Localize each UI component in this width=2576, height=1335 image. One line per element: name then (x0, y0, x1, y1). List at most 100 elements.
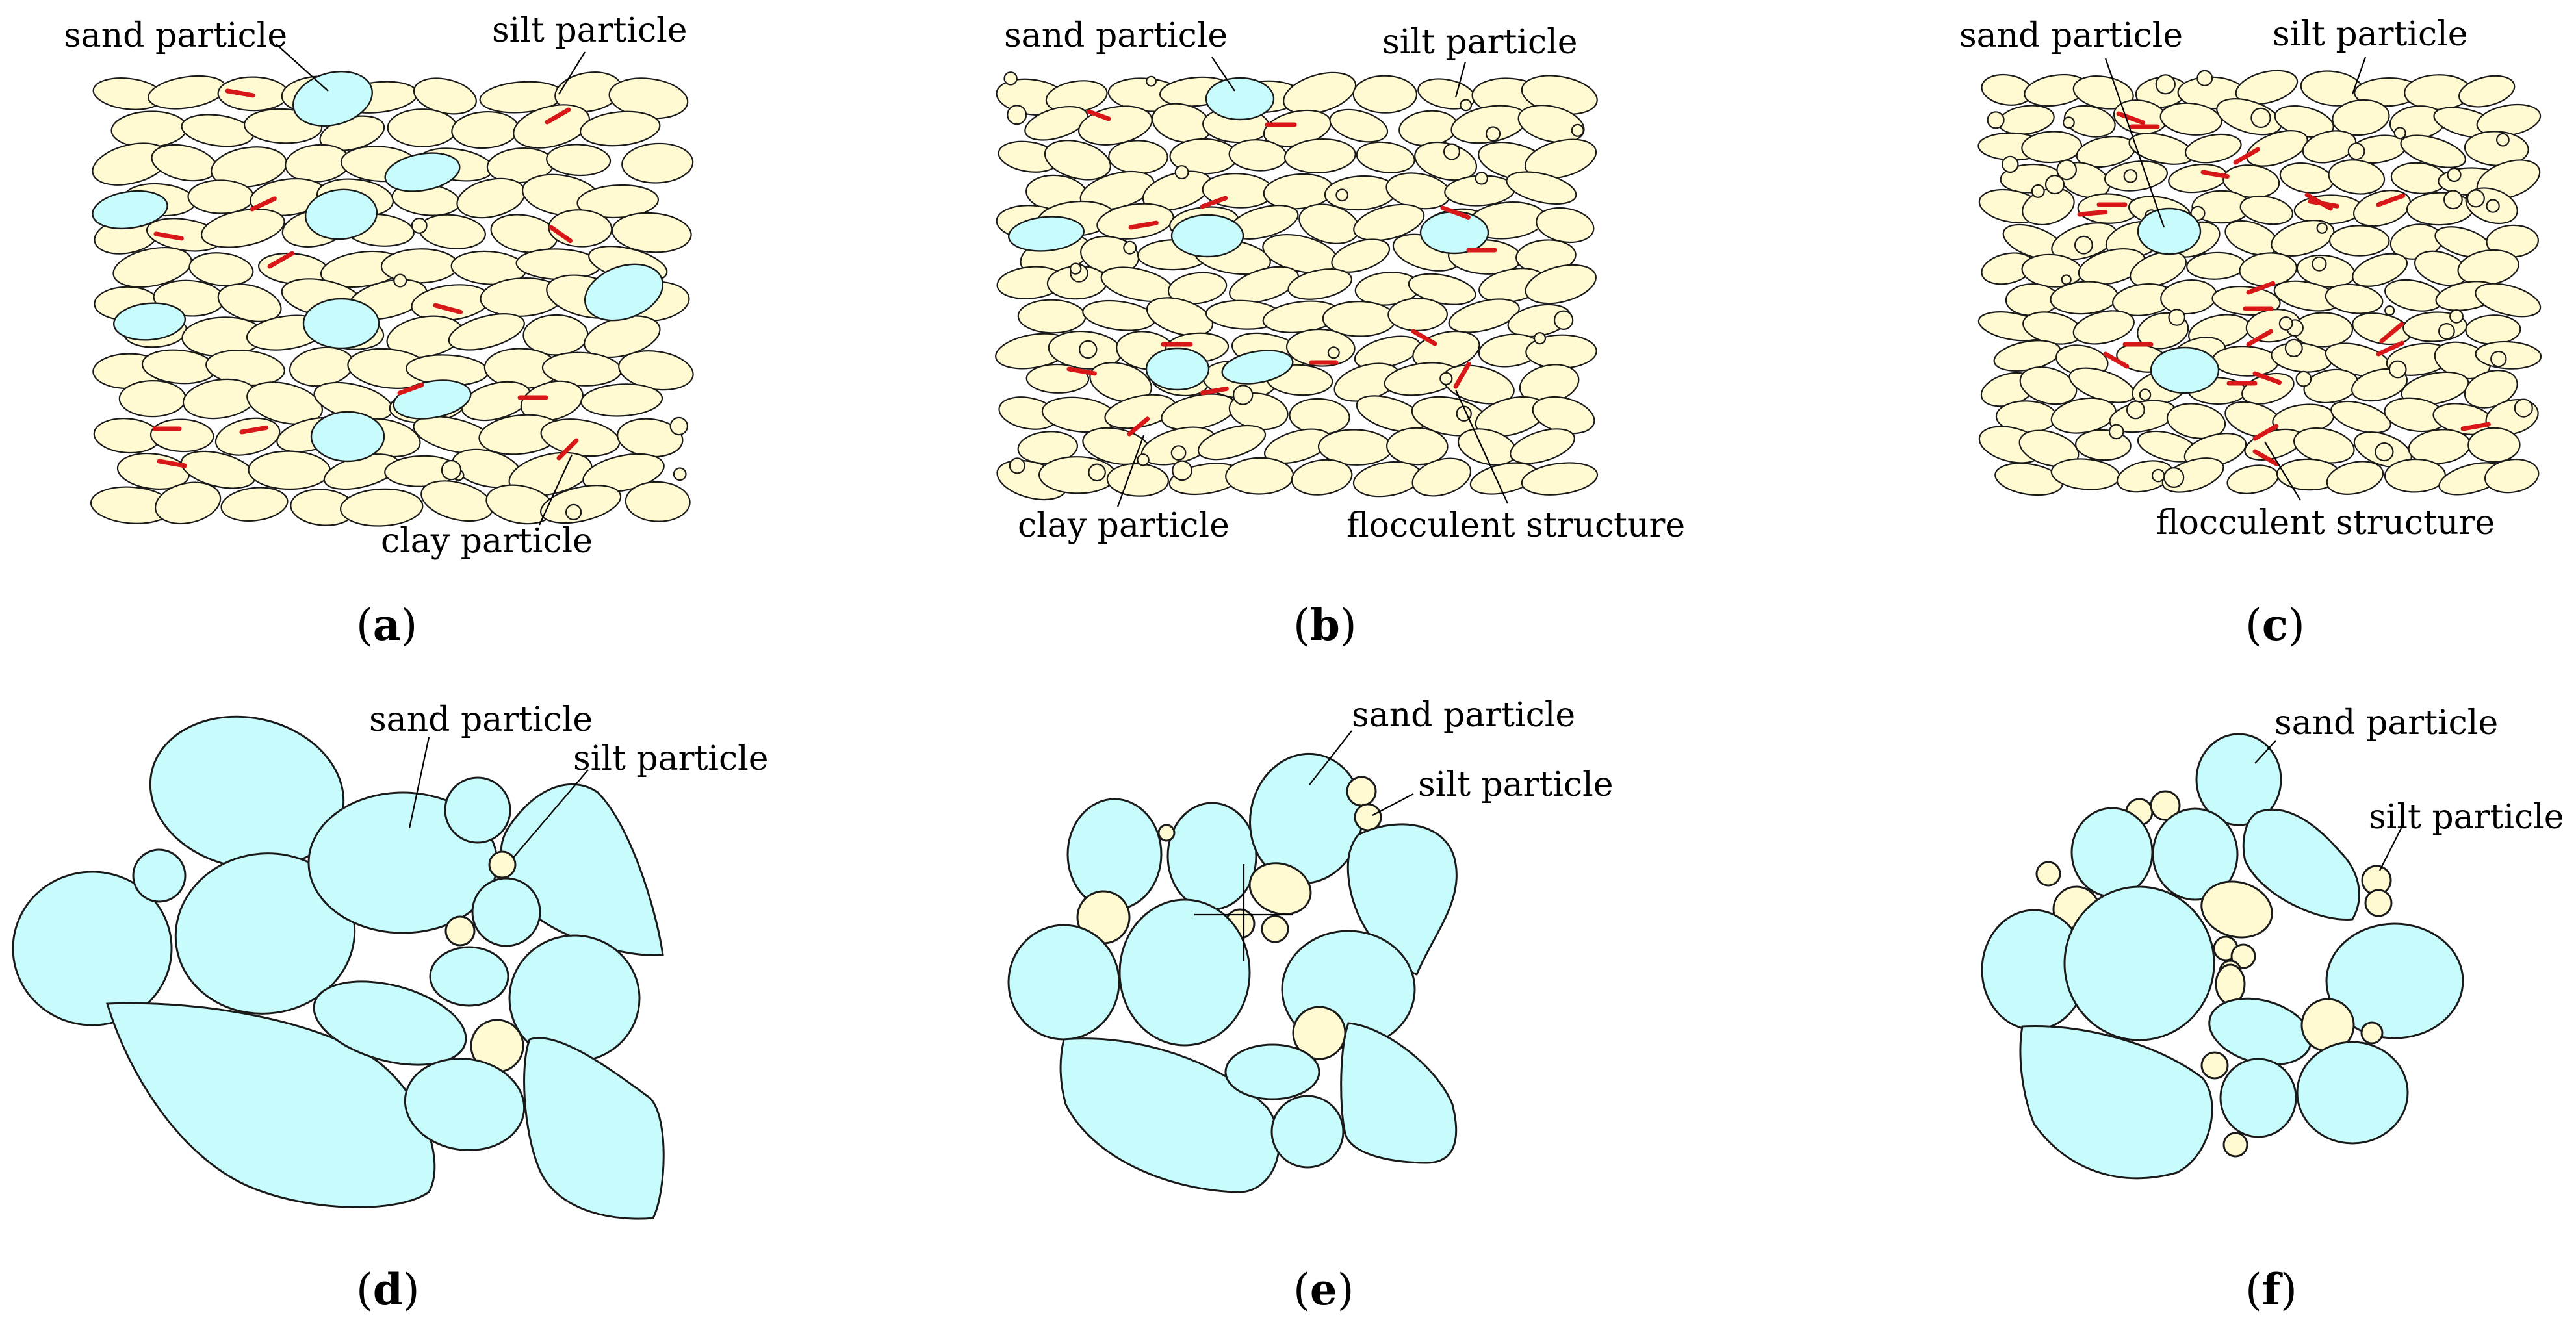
panel-f: sand particle silt particle (f) (1981, 704, 2564, 1315)
panel-f-labels: sand particle silt particle (2254, 704, 2564, 871)
clay-particle (397, 383, 424, 396)
sand-particle (132, 848, 187, 903)
sand-particle (1270, 1095, 1345, 1169)
silt-particle (2279, 162, 2334, 194)
silt-particle (2347, 142, 2365, 160)
silt-particle (2328, 159, 2386, 195)
silt-particle (118, 379, 187, 418)
silt-particle (612, 212, 692, 253)
silt-particle (1079, 340, 1098, 359)
silt-particle (448, 313, 525, 351)
sand-particle (2063, 885, 2215, 1041)
silt-particle (339, 488, 424, 527)
silt-particle (441, 459, 462, 481)
silt-particle (2328, 225, 2390, 257)
silt-particle (1069, 262, 1082, 275)
caption-c: (c) (2245, 600, 2305, 650)
clay-particle (556, 438, 579, 461)
clay-particle (2077, 210, 2108, 217)
silt-particle (1232, 385, 1254, 405)
leader-sand (2254, 740, 2276, 764)
silt-particle (1411, 457, 1472, 497)
silt-particle (2475, 283, 2542, 318)
silt-particle (2074, 235, 2093, 255)
silt-particle (513, 104, 591, 149)
silt-particle (1024, 106, 1088, 141)
label-silt-particle: silt particle (492, 11, 688, 50)
silt-particle (2072, 75, 2134, 110)
panel-a-particles (90, 70, 694, 527)
silt-particle (1354, 803, 1382, 832)
silt-particle (2443, 190, 2463, 210)
silt-particle (2278, 316, 2293, 331)
panel-a-labels: sand particle silt particle clay particl… (64, 11, 688, 561)
label-flocculent-structure: flocculent structure (2156, 503, 2495, 542)
silt-particle (1261, 915, 1289, 943)
silt-particle (2325, 283, 2384, 314)
clay-particle (239, 425, 268, 435)
silt-particle (2222, 1132, 2248, 1158)
silt-particle (187, 179, 255, 214)
silt-particle (1137, 453, 1150, 466)
silt-particle (1003, 71, 1018, 86)
silt-particle (188, 252, 254, 286)
sand-particle (1221, 350, 1294, 385)
silt-particle (2449, 309, 2464, 324)
clay-particle (2233, 147, 2261, 165)
label-silt-particle: silt particle (1418, 765, 1614, 804)
silt-particle (2230, 943, 2256, 969)
silt-particle (2514, 398, 2533, 418)
panel-c: sand particle silt particle flocculent s… (1959, 15, 2542, 650)
sand-particle (1340, 1022, 1458, 1164)
silt-particle (2284, 338, 2303, 357)
sand-particle (1118, 898, 1251, 1047)
silt-particle (580, 383, 663, 417)
clay-particle (1087, 109, 1111, 121)
clay-particle (225, 88, 255, 98)
silt-particle (2295, 370, 2312, 387)
sand-particle (2137, 207, 2202, 255)
silt-particle (2302, 130, 2357, 164)
silt-particle (2151, 468, 2165, 483)
sand-particle (112, 302, 187, 341)
clay-particle (2246, 329, 2274, 347)
silt-particle (2239, 195, 2294, 225)
silt-particle (1088, 463, 1106, 482)
clay-particle (2308, 199, 2339, 209)
silt-particle (2063, 105, 2116, 138)
silt-particle (1009, 457, 1025, 474)
silt-particle (2044, 175, 2065, 195)
silt-particle (2200, 1051, 2229, 1080)
label-silt-particle: silt particle (2273, 15, 2468, 54)
silt-particle (181, 114, 255, 147)
silt-particle (1521, 462, 1599, 496)
label-sand-particle: sand particle (1004, 16, 1228, 55)
silt-particle (2160, 279, 2217, 315)
silt-particle (2438, 323, 2455, 340)
silt-particle (1331, 238, 1391, 273)
silt-particle (1387, 298, 1448, 331)
silt-particle (1106, 463, 1169, 497)
panel-f-particles (1981, 733, 2464, 1180)
silt-particle (2393, 127, 2406, 140)
silt-particle (2200, 880, 2273, 939)
silt-particle (508, 451, 593, 496)
silt-particle (1506, 171, 1577, 205)
silt-particle (1157, 824, 1176, 842)
silt-particle (565, 503, 582, 521)
silt-particle (1172, 460, 1192, 481)
silt-particle (2019, 366, 2078, 405)
silt-particle (444, 915, 476, 947)
silt-particle (2139, 388, 2152, 401)
silt-particle (2184, 133, 2242, 164)
silt-particle (1346, 776, 1377, 807)
clay-particle (2379, 322, 2404, 344)
silt-particle (621, 142, 694, 184)
silt-particle (2159, 102, 2222, 136)
silt-particle (669, 416, 689, 436)
panel-e-labels: sand particle silt particle (1309, 696, 1614, 816)
leader-sand (2104, 58, 2165, 228)
silt-particle (2466, 189, 2485, 208)
panel-b-labels: sand particle silt particle clay particl… (1004, 16, 1685, 545)
silt-particle (154, 481, 222, 525)
